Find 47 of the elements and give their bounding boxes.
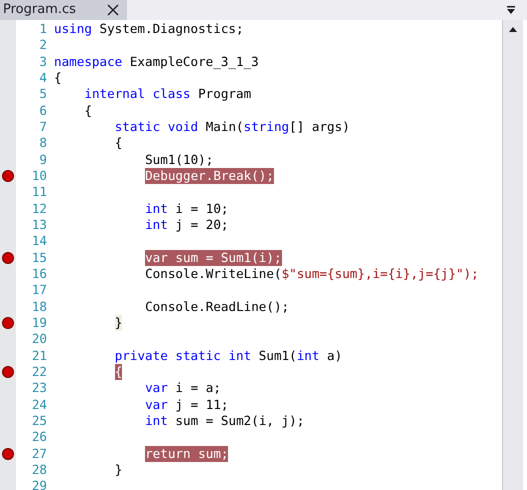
line-number: 8	[38, 135, 47, 152]
line-number: 2	[38, 37, 47, 54]
code-line: {	[84, 102, 92, 119]
line-number: 15	[30, 250, 47, 266]
line-number: 28	[30, 462, 47, 478]
line-number: 16	[30, 266, 47, 282]
code-line: using System.Diagnostics;	[54, 21, 244, 37]
line-number: 6	[38, 102, 47, 119]
code-line: var i = a;	[145, 380, 221, 396]
line-number: 25	[30, 412, 47, 429]
line-number: 17	[30, 282, 47, 298]
line-number: 10	[30, 168, 47, 184]
code-line: }	[114, 462, 122, 478]
code-line: {	[54, 70, 62, 86]
code-line: {	[114, 135, 122, 152]
line-number: 18	[30, 298, 47, 315]
line-number: 29	[30, 478, 47, 490]
tab-title: Program.cs	[3, 2, 76, 17]
line-number: 23	[30, 380, 47, 396]
line-number: 1	[38, 21, 47, 37]
code-line: int sum = Sum2(i, j);	[145, 412, 304, 429]
code-line: internal class Program	[84, 86, 252, 102]
line-number: 21	[30, 348, 47, 364]
code-line: namespace ExampleCore_3_1_3	[54, 54, 259, 70]
line-number: 24	[30, 396, 47, 413]
code-line: static void Main(string[] args)	[114, 118, 350, 135]
line-number: 5	[38, 86, 47, 102]
line-number: 20	[30, 331, 47, 348]
line-number: 4	[38, 70, 47, 86]
code-line: Console.WriteLine($"sum={sum},i={i},j={j}");	[145, 266, 479, 282]
code-line: Console.ReadLine();	[145, 298, 290, 315]
code-line: var j = 11;	[145, 396, 228, 413]
line-number: 11	[30, 184, 47, 200]
code-line: int j = 20;	[145, 216, 228, 233]
line-number: 27	[30, 446, 47, 462]
line-number: 26	[30, 429, 47, 446]
line-number: 22	[30, 364, 47, 380]
code-line: int i = 10;	[145, 200, 228, 217]
code-line: Sum1(10);	[145, 152, 214, 168]
line-number: 19	[30, 314, 47, 331]
line-number: 12	[30, 200, 47, 217]
line-number: 13	[30, 216, 47, 233]
code-line: private static int Sum1(int a)	[114, 348, 342, 364]
line-number: 7	[38, 118, 47, 135]
line-number: 3	[38, 54, 47, 70]
line-number: 14	[30, 233, 47, 250]
line-number: 9	[38, 152, 47, 168]
